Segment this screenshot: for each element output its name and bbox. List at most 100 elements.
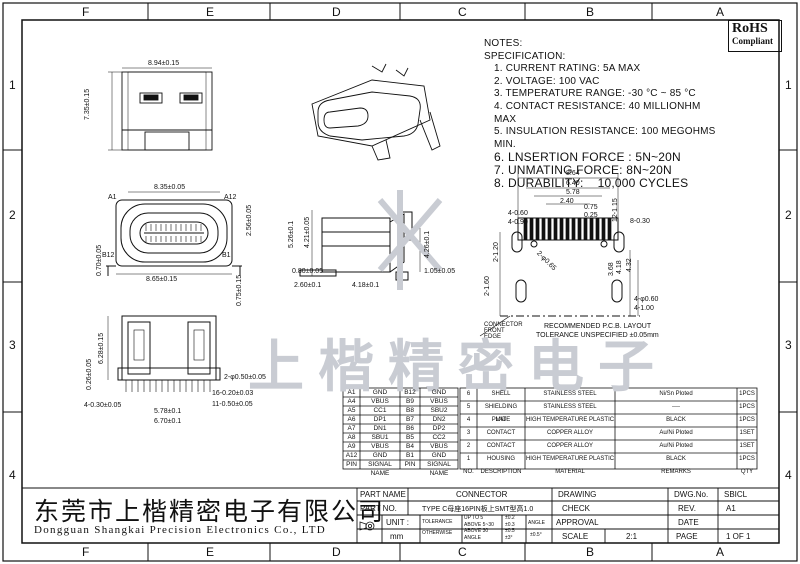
dim-pcb-4-100: 4-1.00: [634, 305, 654, 312]
note-3: 3. TEMPERATURE RANGE: -30 °C ~ 85 °C: [494, 88, 696, 100]
dim-bottom-b: 11-0.50±0.05: [212, 401, 253, 408]
bom-row: 2 CONTACT COPPER ALLOY Au/Ni Ploted 1SET: [466, 443, 755, 449]
bom-row: 3 CONTACT COPPER ALLOY Au/Ni Ploted 1SET: [466, 430, 755, 436]
dim-pcb-368: 3.68: [608, 262, 615, 276]
dim-bottom-h: 6.28±0.15: [98, 332, 105, 364]
check-label: CHECK: [562, 504, 591, 513]
col-label-a: A: [716, 5, 725, 19]
page-label: PAGE: [676, 532, 698, 541]
rev-label: REV.: [678, 504, 696, 513]
bom-header: NO. DESCRIPTION MATERIAL REMARKS QTY: [463, 469, 754, 475]
notes-block: NOTES: SPECIFICATION: 1. CURRENT RATING:…: [484, 38, 724, 190]
rohs-line2: Compliant: [732, 36, 774, 46]
row-label-4-right: 4: [785, 468, 792, 482]
pin-table-grid: [342, 387, 459, 470]
dim-pcb-418: 4.18: [616, 260, 623, 274]
dim-pcb-864: 8.64: [566, 170, 580, 177]
part-name-label: PART NAME: [360, 490, 406, 499]
pin-label-b1: B1: [222, 252, 231, 259]
dim-bottom-c: 4-0.30±0.05: [84, 402, 122, 409]
approval-label: APPROVAL: [556, 518, 599, 527]
pin-table-row: A4 VBUS B9 VBUS: [347, 398, 448, 405]
pin-table-row: A5 CC1 B8 SBU2: [347, 407, 448, 414]
bom-row: 6 SHELL STAINLESS STEEL Ni/Sn Ploted 1PC…: [466, 391, 755, 397]
note-4: 4. CONTACT RESISTANCE: 40 MILLIONHM MAX: [494, 100, 701, 125]
watermark-logo-mark: [377, 190, 443, 290]
rev-value: A1: [726, 504, 736, 513]
pin-table-header: PIN SIGNAL NAME PIN SIGNAL NAME: [346, 461, 451, 477]
notes-subtitle: SPECIFICATION:: [484, 50, 566, 62]
pin-table-row: A9 VBUS B4 VBUS: [347, 443, 448, 450]
bom-table: 6 SHELL STAINLESS STEEL Ni/Sn Ploted 1PC…: [460, 388, 757, 479]
row-label-2: 2: [9, 208, 16, 222]
label-connector-front-edge: CONNECTOR FRONT EDGE: [484, 322, 523, 340]
angle-value: ±0.5°: [530, 532, 542, 538]
dim-top-height: 7.35±0.15: [84, 88, 91, 120]
pin-table: A1 GND B12 GND A4 VBUS B9 VBUS A5 CC1 B8…: [343, 388, 458, 477]
dim-pcb-432: 4.32: [626, 258, 633, 272]
page-value: 1 OF 1: [726, 532, 751, 541]
drawing-label: DRAWING: [558, 490, 597, 499]
part-name-value: CONNECTOR: [456, 490, 508, 499]
front-view: [106, 191, 242, 276]
watermark-text: 上楷精密电子: [248, 335, 668, 400]
col-label-a-bottom: A: [716, 545, 725, 559]
top-view: [108, 67, 213, 151]
dim-pcb-025: 0.25: [584, 212, 598, 219]
dim-pcb-578: 5.78: [566, 189, 580, 196]
dim-side-h2: 4.21±0.05: [304, 216, 311, 248]
bottom-view: [107, 315, 221, 392]
label-tolerance-note: TOLERANCE UNSPECIFIED ±0.05mm: [536, 332, 659, 339]
company-name-en: Dongguan Shangkai Precision Electronics …: [34, 524, 327, 536]
col-label-e: E: [206, 5, 215, 19]
dim-pcb-640: 6.40: [566, 180, 580, 187]
row-label-1-right: 1: [785, 78, 792, 92]
unit-value: mm: [390, 532, 404, 541]
col-label-f: F: [82, 5, 90, 19]
bom-table-grid: [459, 387, 758, 470]
row-label-1: 1: [9, 78, 16, 92]
note-7: 7. UNMATING FORCE: 8N~20N: [494, 163, 672, 178]
dim-pcb-1-20: 2-1.20: [493, 242, 500, 262]
pin-label-a12: A12: [224, 194, 237, 201]
dim-pcb-4-090: 4-0.90: [508, 219, 528, 226]
part-no-label: PART NO.: [360, 504, 397, 513]
dim-side-w1: 0.80±0.05: [292, 268, 324, 275]
label-recommended-layout: RECOMMENDED P.C.B. LAYOUT: [544, 323, 652, 330]
dim-pcb-240: 2.40: [560, 198, 574, 205]
dim-bottom-pitch: 2-φ0.50±0.05: [224, 374, 266, 381]
row-label-3-right: 3: [785, 338, 792, 352]
dim-top-width: 8.94±0.15: [148, 60, 180, 67]
dim-side-h1: 5.26±0.1: [288, 220, 295, 248]
dim-bottom-d: 5.78±0.1: [154, 408, 182, 415]
col-label-b: B: [586, 5, 595, 19]
pcb-layout: [479, 174, 640, 337]
column-ticks: [3, 3, 797, 561]
dim-side-h3: 4.26±0.1: [424, 230, 431, 258]
title-block-grid: [22, 487, 779, 543]
col-label-c: C: [458, 5, 467, 19]
pin-table-row: A8 SBU1 B5 CC2: [347, 434, 446, 441]
bom-row: 1 HOUSING HIGH TEMPERATURE PLASTIC BLACK…: [466, 456, 755, 462]
notes-title: NOTES:: [484, 38, 523, 49]
company-name-cn: 东莞市上楷精密电子有限公司: [34, 497, 386, 526]
dim-pcb-12-115: 12-1.15: [612, 198, 619, 222]
scale-label: SCALE: [562, 532, 589, 541]
pin-label-b12: B12: [102, 252, 115, 259]
note-1: 1. CURRENT RATING: 5A MAX: [494, 63, 641, 75]
pin-label-a1: A1: [108, 194, 117, 201]
otherwise-label: OTHERWISE: [422, 530, 453, 536]
note-2: 2. VOLTAGE: 100 VAC: [494, 75, 600, 87]
dim-pcb-8-030: 8-0.30: [630, 218, 650, 225]
dim-side-w4: 1.05±0.05: [424, 268, 456, 275]
dim-pcb-1-60: 2-1.60: [484, 276, 491, 296]
row-label-2-right: 2: [785, 208, 792, 222]
note-5: 5. INSULATION RESISTANCE: 100 MEGOHMS MI…: [494, 126, 716, 150]
col-label-d-bottom: D: [332, 545, 341, 559]
dim-front-right-h: 0.75±0.15: [236, 274, 243, 306]
angle-label: ANGLE: [528, 520, 545, 526]
col-label-d: D: [332, 5, 341, 19]
tolerance-ranges: UP TO 5 ABOVE 5~30 ABOVE 30 ANGLE: [464, 515, 494, 541]
